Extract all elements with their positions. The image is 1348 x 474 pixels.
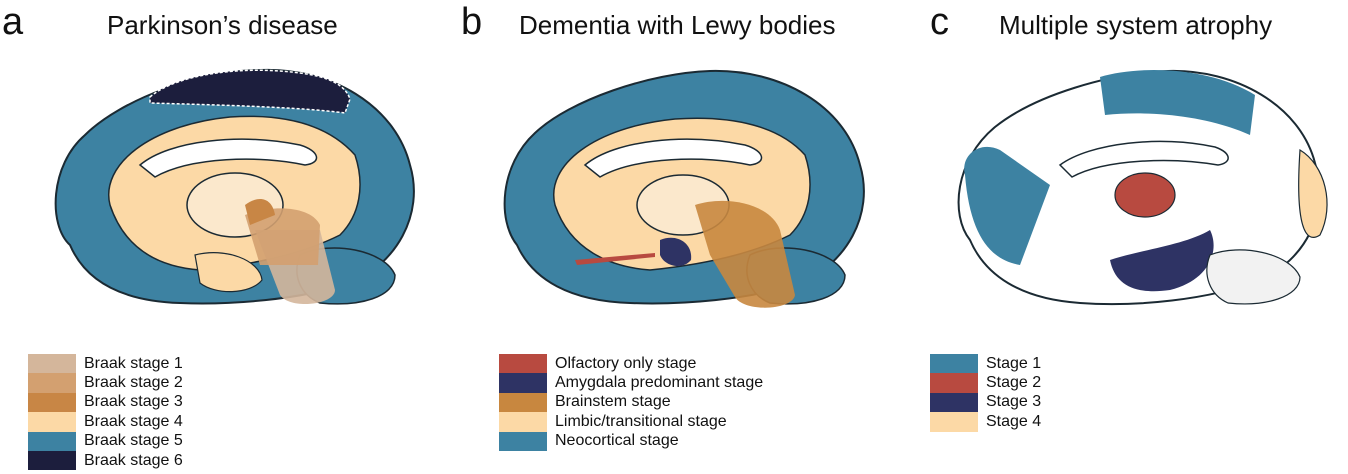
region-stage-2 xyxy=(245,208,320,265)
legend-label: Amygdala predominant stage xyxy=(555,374,764,392)
legend-item: Stage 2 xyxy=(930,373,1042,393)
panel-title: Dementia with Lewy bodies xyxy=(519,10,836,40)
legend-item: Braak stage 2 xyxy=(28,373,183,393)
legend-label: Braak stage 4 xyxy=(84,412,183,430)
legend-swatch xyxy=(499,373,547,393)
legend-item: Braak stage 3 xyxy=(28,392,183,413)
legend-swatch xyxy=(28,412,76,432)
legend-swatch xyxy=(499,392,547,413)
cerebellum xyxy=(1206,249,1301,305)
legend-label: Stage 2 xyxy=(986,374,1042,392)
legend-pd: Braak stage 1 Braak stage 2 Braak stage … xyxy=(28,354,183,471)
region-brainstem xyxy=(695,200,795,308)
region-stage-6 xyxy=(149,69,351,114)
panel-c: c Multiple system atrophy Stage 1 Stage … xyxy=(910,0,1348,474)
legend-label: Braak stage 3 xyxy=(84,393,183,411)
legend-label: Braak stage 1 xyxy=(84,354,183,372)
legend-swatch xyxy=(28,392,76,413)
panel-letter: a xyxy=(2,1,24,43)
panel-b: b Dementia with Lewy bodies Olfactory on… xyxy=(455,0,905,474)
legend-item: Braak stage 1 xyxy=(28,354,183,374)
legend-swatch xyxy=(930,392,978,413)
corpus-callosum xyxy=(583,138,763,178)
legend-swatch xyxy=(28,431,76,451)
brain-illustration-pd xyxy=(54,68,415,305)
legend-label: Stage 1 xyxy=(986,354,1042,372)
region-amygdala xyxy=(660,237,692,267)
brain-illustration-dlb xyxy=(503,69,865,308)
region-stage-4 xyxy=(1298,148,1328,238)
legend-label: Limbic/transitional stage xyxy=(555,412,727,430)
panel-letter: c xyxy=(930,1,949,43)
panel-title: Parkinson’s disease xyxy=(107,10,338,40)
legend-item: Braak stage 5 xyxy=(28,431,183,451)
panel-a: a Parkinson’s disease Braak stage 1 Braa… xyxy=(0,0,450,474)
corpus-callosum xyxy=(138,138,318,178)
brain-illustration-msa xyxy=(957,69,1328,306)
legend-msa: Stage 1 Stage 2 Stage 3 Stage 4 xyxy=(930,354,1041,432)
legend-swatch xyxy=(28,450,76,471)
region-olfactory xyxy=(575,253,655,265)
legend-label: Braak stage 6 xyxy=(84,451,183,469)
legend-item: Amygdala predominant stage xyxy=(499,373,764,393)
legend-label: Braak stage 5 xyxy=(84,432,183,450)
legend-label: Stage 4 xyxy=(986,412,1042,430)
legend-item: Olfactory only stage xyxy=(499,354,763,374)
legend-label: Neocortical stage xyxy=(555,432,679,450)
panel-title: Multiple system atrophy xyxy=(999,10,1273,40)
legend-item: Braak stage 4 xyxy=(28,412,183,432)
legend-dlb: Olfactory only stage Amygdala predominan… xyxy=(499,354,763,451)
region-stage-3 xyxy=(1110,230,1214,292)
legend-swatch xyxy=(930,354,978,374)
legend-item: Neocortical stage xyxy=(499,431,763,451)
legend-label: Brainstem stage xyxy=(555,393,671,411)
legend-label: Stage 3 xyxy=(986,393,1042,411)
region-stage-1-top xyxy=(1100,70,1255,135)
legend-item: Stage 4 xyxy=(930,412,1042,432)
region-stage-2 xyxy=(1114,172,1176,218)
legend-swatch xyxy=(28,354,76,374)
legend-item: Brainstem stage xyxy=(499,392,763,413)
region-stage-1-front xyxy=(964,146,1050,265)
legend-swatch xyxy=(930,412,978,432)
legend-swatch xyxy=(930,373,978,393)
legend-label: Olfactory only stage xyxy=(555,354,697,372)
legend-swatch xyxy=(499,431,547,451)
legend-item: Limbic/transitional stage xyxy=(499,412,763,432)
legend-label: Braak stage 2 xyxy=(84,374,183,392)
legend-item: Stage 1 xyxy=(930,354,1042,374)
panel-letter: b xyxy=(461,1,483,43)
temporal-lobe xyxy=(194,252,263,293)
corpus-callosum xyxy=(1058,140,1229,178)
region-stage-3 xyxy=(245,199,275,225)
legend-swatch xyxy=(499,412,547,432)
legend-swatch xyxy=(28,373,76,393)
legend-item: Stage 3 xyxy=(930,392,1042,413)
legend-item: Braak stage 6 xyxy=(28,450,183,471)
legend-swatch xyxy=(499,354,547,374)
